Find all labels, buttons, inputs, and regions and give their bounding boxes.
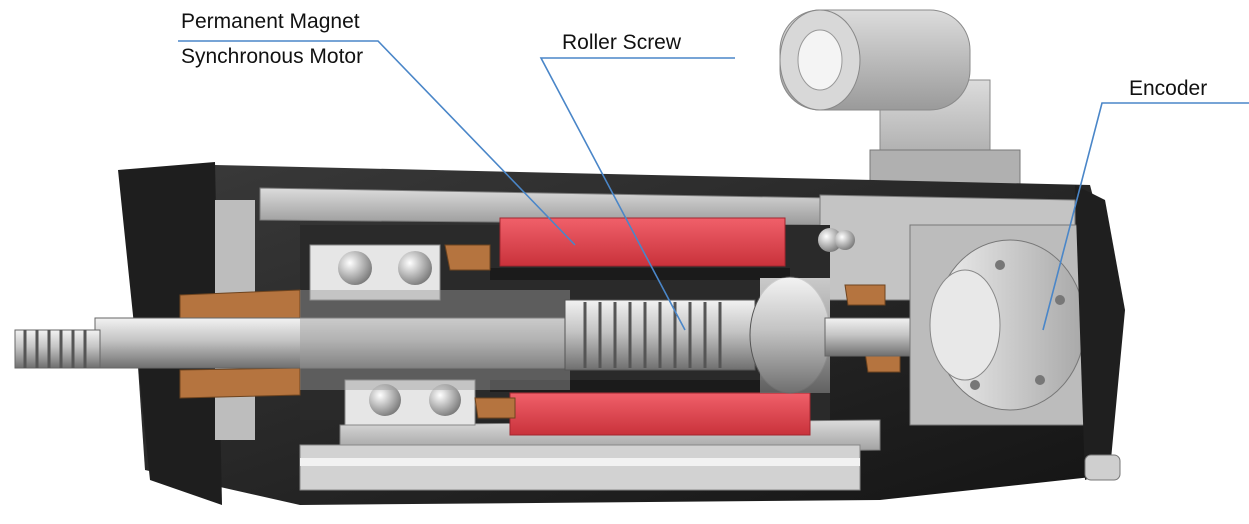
label-roller-screw: Roller Screw	[562, 31, 682, 54]
rear-end-cap	[1075, 185, 1125, 480]
leader-line-encoder	[1042, 102, 1249, 331]
motor-magnets	[490, 217, 811, 436]
leader-line-roller-screw	[539, 57, 735, 331]
connector-elbow	[779, 9, 1021, 201]
bearings	[309, 228, 855, 426]
label-synchronous-motor: Synchronous Motor	[181, 45, 364, 68]
encoder	[909, 224, 1091, 426]
label-permanent-magnet: Permanent Magnet	[181, 10, 360, 33]
extension-rod	[14, 290, 570, 390]
bronze-seals	[179, 244, 901, 419]
leader-lines	[178, 40, 1249, 331]
leader-line-pm-motor	[178, 40, 576, 246]
label-encoder: Encoder	[1129, 77, 1208, 100]
rear-bolt	[1084, 454, 1121, 481]
rod-threaded-end	[14, 329, 101, 369]
